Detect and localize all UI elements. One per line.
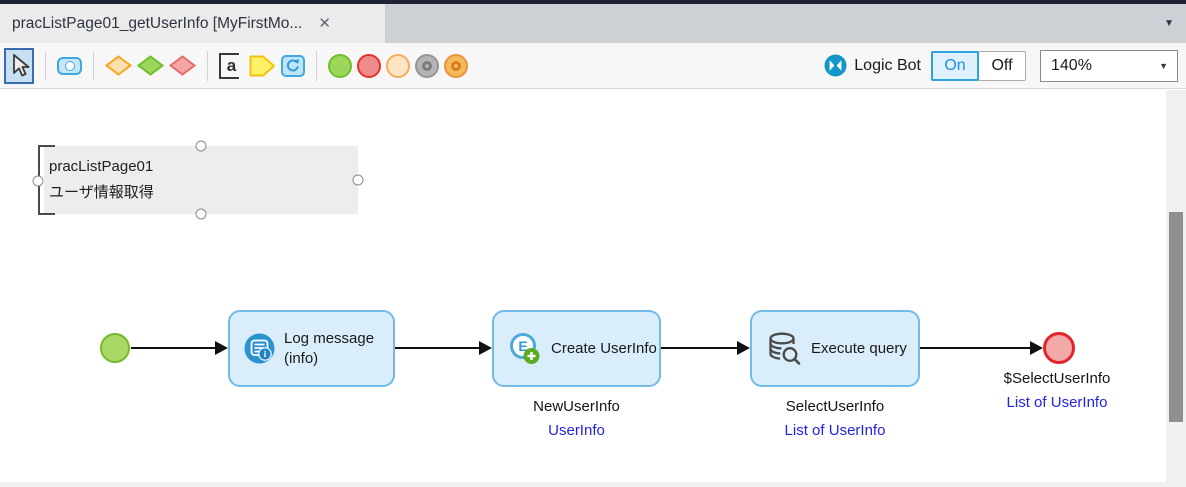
flow-connector[interactable]	[131, 347, 216, 349]
orange-diamond-icon	[105, 55, 132, 76]
editor-toolbar: a	[0, 43, 1186, 89]
select-tool[interactable]	[4, 47, 34, 84]
selection-handle-left[interactable]	[32, 175, 44, 187]
toolbar-left-group: a	[0, 47, 468, 84]
flow-arrowhead-icon	[737, 341, 750, 355]
start-event-tool[interactable]	[328, 53, 352, 78]
vertical-scrollbar-track[interactable]	[1166, 90, 1186, 487]
annotation-line-2: ユーザ情報取得	[49, 184, 154, 201]
annotation-tool[interactable]: a	[219, 52, 239, 79]
rotate-arrow-icon	[286, 58, 300, 71]
window-top-strip	[0, 0, 1186, 4]
continue-event-tool[interactable]	[444, 53, 468, 78]
bottom-edge-strip	[0, 482, 1166, 487]
microflow-canvas[interactable]: pracListPage01 ユーザ情報取得 i	[0, 90, 1186, 487]
flow-connector[interactable]	[395, 347, 480, 349]
execute-query-icon	[769, 332, 801, 365]
activity-log-message[interactable]: i Log message (info)	[228, 310, 395, 387]
loop-tool[interactable]	[249, 55, 276, 77]
variable-name-label[interactable]: NewUserInfo	[533, 398, 620, 415]
annotation-letter: a	[226, 55, 237, 75]
selection-handle-bottom[interactable]	[195, 208, 207, 220]
toolbar-separator	[93, 50, 94, 81]
toolbar-right-group: Logic Bot On Off 140% ▼	[824, 49, 1178, 82]
tab-list-caret-icon[interactable]: ▼	[1164, 18, 1174, 29]
log-message-icon: i	[244, 333, 275, 364]
end-event-tool[interactable]	[357, 53, 381, 78]
annotation-line-1: pracListPage01	[49, 158, 154, 175]
activity-caption: Create UserInfo	[551, 339, 657, 357]
flow-connector[interactable]	[661, 347, 738, 349]
red-diamond-icon	[169, 55, 196, 76]
cursor-arrow-icon	[13, 53, 30, 77]
create-object-icon: E	[510, 332, 540, 364]
break-ring	[422, 60, 432, 71]
toolbar-separator	[45, 50, 46, 81]
vertical-scrollbar-thumb[interactable]	[1169, 212, 1183, 422]
flow-arrowhead-icon	[1030, 341, 1043, 355]
tab-title: pracListPage01_getUserInfo [MyFirstMo...	[12, 14, 303, 32]
activity-caption: Log message (info)	[284, 329, 374, 368]
flow-arrowhead-icon	[215, 341, 228, 355]
zoom-caret-icon: ▼	[1159, 60, 1168, 71]
activity-execute-query[interactable]: Execute query	[750, 310, 920, 387]
info-badge-letter: i	[264, 349, 267, 359]
entity-type-label[interactable]: UserInfo	[548, 422, 605, 439]
green-diamond-icon	[137, 55, 164, 76]
tab-close-icon[interactable]: ✕	[318, 15, 331, 32]
zoom-value: 140%	[1051, 56, 1092, 74]
tab-active-microflow[interactable]: pracListPage01_getUserInfo [MyFirstMo...…	[0, 4, 385, 43]
continue-ring	[451, 60, 461, 71]
flow-connector[interactable]	[920, 347, 1031, 349]
document-tab-bar: pracListPage01_getUserInfo [MyFirstMo...…	[0, 4, 1186, 43]
activity-caption-line-1: Log message	[284, 330, 375, 347]
activity-create-userinfo[interactable]: E Create UserInfo	[492, 310, 661, 387]
logic-bot-label: Logic Bot	[854, 56, 921, 74]
empty-event-tool[interactable]	[386, 53, 410, 78]
loop-activity-tool[interactable]	[281, 54, 305, 77]
selection-handle-right[interactable]	[352, 174, 364, 186]
annotation-box[interactable]: pracListPage01 ユーザ情報取得	[44, 146, 358, 214]
yellow-pentagon-icon	[249, 55, 275, 76]
entity-type-label[interactable]: List of UserInfo	[784, 422, 886, 439]
return-type-label[interactable]: List of UserInfo	[1006, 394, 1108, 411]
toolbar-separator	[207, 50, 208, 81]
end-event[interactable]	[1043, 332, 1075, 364]
logic-bot-icon	[824, 54, 847, 77]
start-event[interactable]	[100, 333, 130, 363]
logic-bot-on-button[interactable]: On	[931, 50, 979, 81]
entity-letter: E	[518, 338, 527, 354]
error-diamond-tool[interactable]	[169, 55, 196, 76]
activity-tool[interactable]	[57, 56, 82, 75]
merge-tool[interactable]	[137, 55, 164, 76]
return-variable-label[interactable]: $SelectUserInfo	[1003, 370, 1111, 387]
logic-bot-off-button[interactable]: Off	[978, 50, 1026, 81]
variable-name-label[interactable]: SelectUserInfo	[785, 398, 885, 415]
flow-arrowhead-icon	[479, 341, 492, 355]
selection-handle-top[interactable]	[195, 140, 207, 152]
decision-tool[interactable]	[105, 55, 132, 76]
zoom-dropdown[interactable]: 140% ▼	[1040, 49, 1178, 82]
break-event-tool[interactable]	[415, 53, 439, 78]
activity-caption: Execute query	[811, 339, 907, 357]
activity-caption-line-2: (info)	[284, 349, 319, 367]
toolbar-separator	[316, 50, 317, 81]
